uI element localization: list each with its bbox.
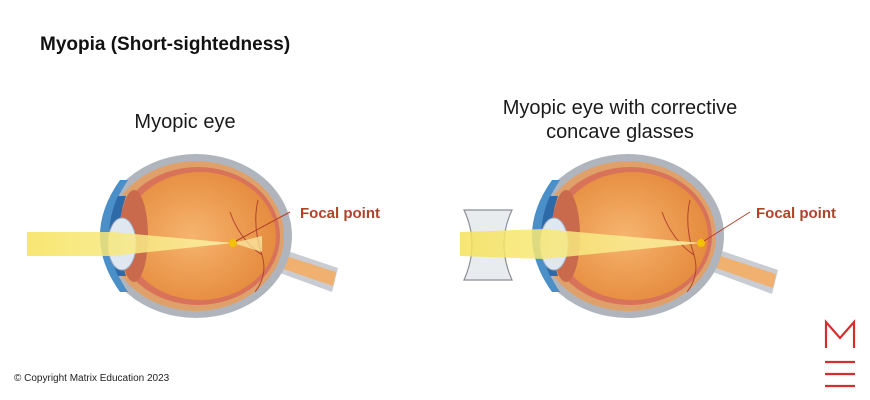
cornea: [532, 180, 560, 292]
myopic-eye-title: Myopic eye: [90, 110, 280, 134]
focal-point-leader: [235, 211, 291, 242]
light-beam-diverge: [233, 236, 262, 252]
vitreous-body: [124, 172, 276, 300]
myopic-eye-title-text: Myopic eye: [134, 111, 236, 133]
vitreous-body: [556, 172, 708, 300]
focal-point-marker: [697, 239, 705, 247]
myopic-eye: [100, 154, 338, 318]
focal-point-label: Focal point: [300, 205, 380, 222]
matrix-m-logo-icon: [824, 319, 856, 388]
focal-point-label: Focal point: [756, 205, 836, 222]
corrected-eye-title-line1: Myopic eye with corrective: [502, 97, 738, 119]
retina-vessels: [661, 199, 697, 293]
focal-point-leader: [703, 211, 751, 242]
cornea: [100, 180, 128, 292]
corrected-eye: [532, 154, 778, 318]
light-beam: [460, 229, 701, 259]
copyright-notice: © Copyright Matrix Education 2023: [14, 373, 170, 384]
corrected-eye-title: Myopic eye with corrective concave glass…: [470, 96, 770, 144]
corrected-eye-title-line2: concave glasses: [546, 121, 694, 143]
focal-point-marker: [229, 239, 237, 247]
light-beam: [27, 232, 233, 256]
page-title: Myopia (Short-sightedness): [40, 34, 291, 55]
